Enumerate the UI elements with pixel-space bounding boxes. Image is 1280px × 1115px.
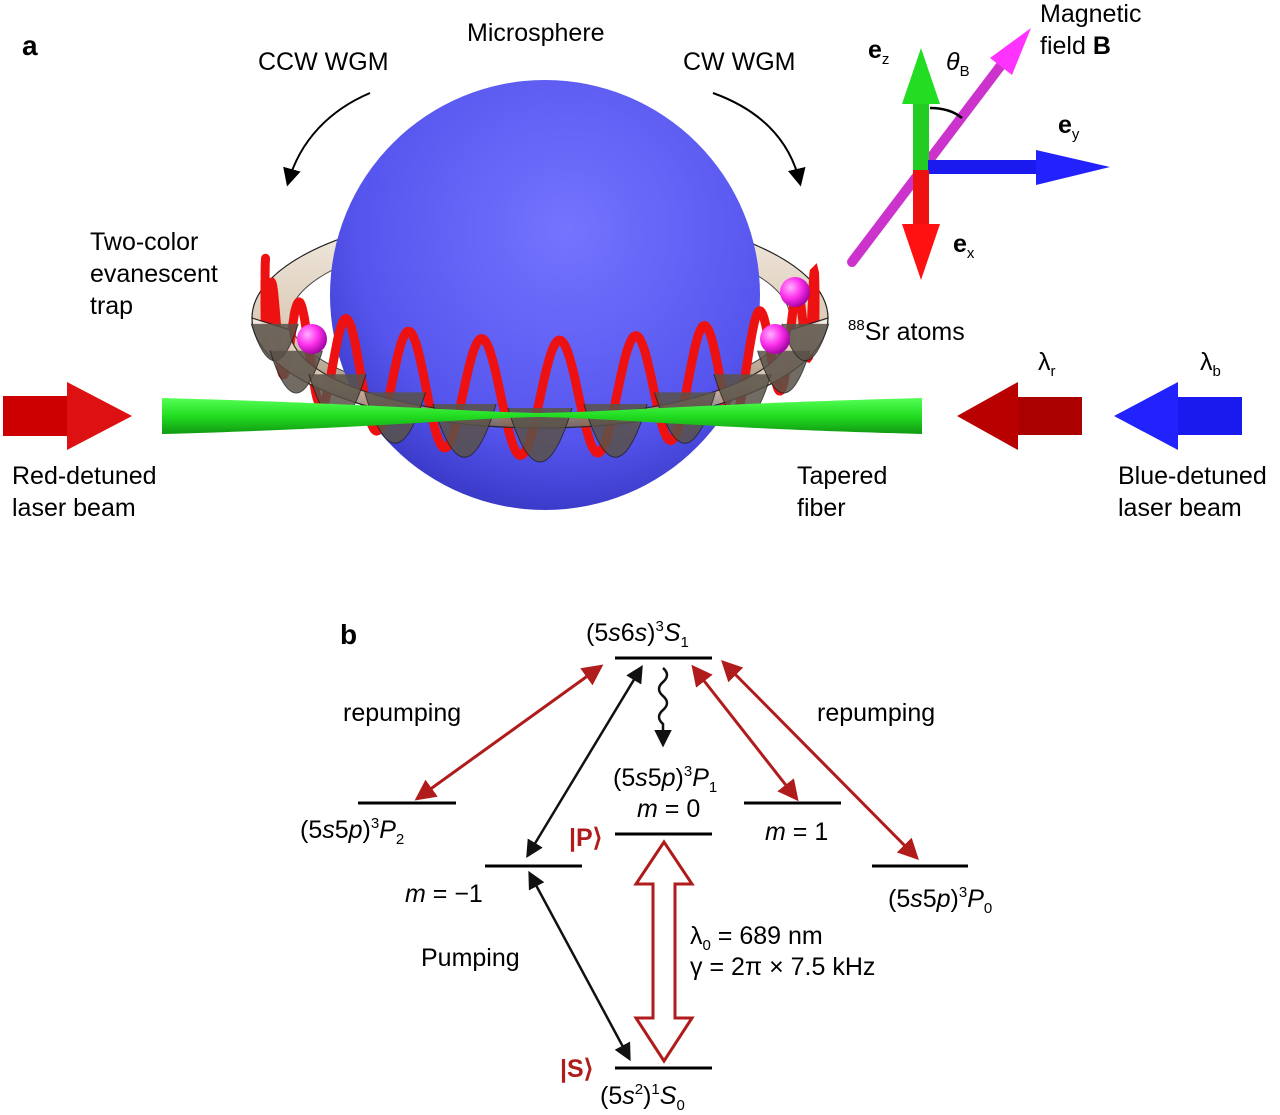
pumping-transitions — [526, 665, 672, 1062]
trap-well — [757, 350, 811, 394]
ex-axis — [913, 170, 929, 230]
panel-b-label: b — [340, 619, 357, 650]
repumping-left-label: repumping — [343, 699, 461, 727]
sr-atom — [780, 277, 810, 307]
ez-label: ez — [868, 36, 889, 68]
microsphere-label: Microsphere — [467, 19, 605, 47]
repumping-transitions — [414, 660, 919, 860]
lambda-b-label: λb — [1200, 348, 1221, 380]
ccw-arrow — [283, 92, 371, 187]
ccw-wgm-label: CCW WGM — [258, 48, 389, 76]
ey-axis — [928, 160, 1040, 174]
ex-label: ex — [953, 230, 975, 262]
level-3p0-label: (5s5p)3P0 — [888, 884, 992, 917]
trap-well — [507, 407, 573, 463]
theta-arc — [929, 106, 963, 119]
sr-atom — [297, 324, 327, 354]
pump-bottom-arrow — [528, 870, 631, 1062]
cw-arrow — [712, 92, 806, 187]
ey-arrowhead — [1036, 150, 1110, 185]
pump-top-arrow — [526, 665, 643, 858]
blue-beam-label: Blue-detuned laser beam — [1118, 462, 1274, 522]
ey-label: ey — [1058, 111, 1080, 143]
level-1s0-label: (5s2)1S0 — [600, 1081, 685, 1114]
lambda-b-beam-arrow — [1114, 382, 1242, 450]
theta-b-label: θB — [946, 48, 970, 80]
magnetic-field-label: Magnetic field B — [1040, 0, 1148, 60]
mneg1-label: m = −1 — [405, 880, 483, 908]
sr-atoms-label: 88Sr atoms — [848, 317, 965, 346]
ez-axis — [913, 100, 929, 175]
red-beam-label: Red-detuned laser beam — [12, 462, 164, 522]
lambda-r-beam-arrow — [957, 382, 1082, 450]
ez-arrowhead — [902, 48, 940, 104]
tapered-fiber — [162, 398, 922, 434]
level-3p2-label: (5s5p)3P2 — [300, 815, 404, 848]
state-p-label: |P⟩ — [569, 824, 602, 852]
red-detuned-beam-arrow — [3, 382, 132, 450]
sr-atom — [760, 324, 790, 354]
m0-label: m = 0 — [637, 795, 700, 823]
lambda0-label: λ0 = 689 nm — [690, 922, 823, 954]
pumping-label: Pumping — [421, 944, 520, 972]
m1-label: m = 1 — [765, 818, 828, 846]
state-s-label: |S⟩ — [560, 1055, 593, 1083]
level-3s1-label: (5s6s)3S1 — [586, 618, 689, 651]
lambda-r-label: λr — [1038, 348, 1056, 380]
gamma-label: γ = 2π × 7.5 kHz — [690, 953, 875, 981]
magnetic-field-arrowhead — [990, 28, 1031, 75]
cw-wgm-label: CW WGM — [683, 48, 795, 76]
trap-label: Two-color evanescent trap — [90, 228, 225, 320]
trap-well — [269, 350, 323, 394]
tapered-fiber-label: Tapered fiber — [797, 462, 894, 522]
repumping-right-label: repumping — [817, 699, 935, 727]
coordinate-axes — [847, 28, 1110, 280]
level-3p1-label: (5s5p)3P1 — [613, 763, 717, 796]
ex-arrowhead — [902, 224, 940, 280]
panel-a-label: a — [22, 30, 38, 61]
sp-transition-arrow — [633, 839, 695, 1064]
repump-right-arrow-2 — [721, 660, 919, 860]
repump-left-arrow — [414, 664, 604, 801]
decay-wavy-arrow — [654, 667, 672, 748]
